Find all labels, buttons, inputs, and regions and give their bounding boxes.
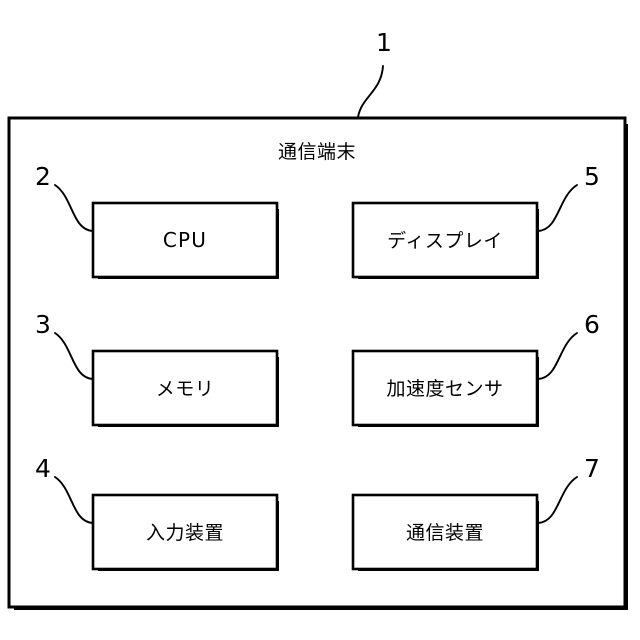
module-memory-group: メモリ xyxy=(91,349,279,427)
leader-line-acceleration-sensor xyxy=(537,332,578,380)
leader-line-frame xyxy=(357,65,384,118)
ref-numeral-communication-device: 7 xyxy=(584,454,600,483)
module-acceleration-sensor-group: 加速度センサ xyxy=(351,349,539,427)
module-cpu-label: CPU xyxy=(163,228,207,252)
callout-5-group: 5 xyxy=(537,162,600,232)
frame-title: 通信端末 xyxy=(278,141,356,163)
module-communication-device-box xyxy=(351,493,539,571)
leader-line-memory xyxy=(54,332,94,380)
ref-numeral-cpu: 2 xyxy=(35,162,51,191)
leader-line-cpu xyxy=(54,184,94,232)
ref-numeral-frame: 1 xyxy=(376,28,392,57)
module-communication-device-group: 通信装置 xyxy=(351,493,539,571)
module-display-label: ディスプレイ xyxy=(387,230,503,252)
callout-3-group: 3 xyxy=(35,310,94,380)
ref-numeral-input-device: 4 xyxy=(35,454,51,483)
module-display-box xyxy=(351,201,539,279)
callout-7-group: 7 xyxy=(537,454,600,524)
module-communication-device-label: 通信装置 xyxy=(406,522,484,544)
leader-line-display xyxy=(537,184,578,232)
ref-numeral-acceleration-sensor: 6 xyxy=(584,310,600,339)
ref-numeral-display: 5 xyxy=(584,162,600,191)
callout-2-group: 2 xyxy=(35,162,94,232)
module-memory-label: メモリ xyxy=(156,378,215,400)
module-acceleration-sensor-box xyxy=(351,349,539,427)
module-cpu-box xyxy=(91,201,279,279)
callout-4-group: 4 xyxy=(35,454,94,524)
ref-numeral-memory: 3 xyxy=(35,310,51,339)
module-input-device-box xyxy=(91,493,279,571)
module-input-device-label: 入力装置 xyxy=(146,522,224,544)
callout-6-group: 6 xyxy=(537,310,600,380)
module-input-device-group: 入力装置 xyxy=(91,493,279,571)
leader-line-communication-device xyxy=(537,476,578,524)
leader-line-input-device xyxy=(54,476,94,524)
module-display-group: ディスプレイ xyxy=(351,201,539,279)
module-memory-box xyxy=(91,349,279,427)
module-cpu-group: CPU xyxy=(91,201,279,279)
module-acceleration-sensor-label: 加速度センサ xyxy=(386,378,503,400)
callout-1-group: 1 xyxy=(357,28,392,118)
